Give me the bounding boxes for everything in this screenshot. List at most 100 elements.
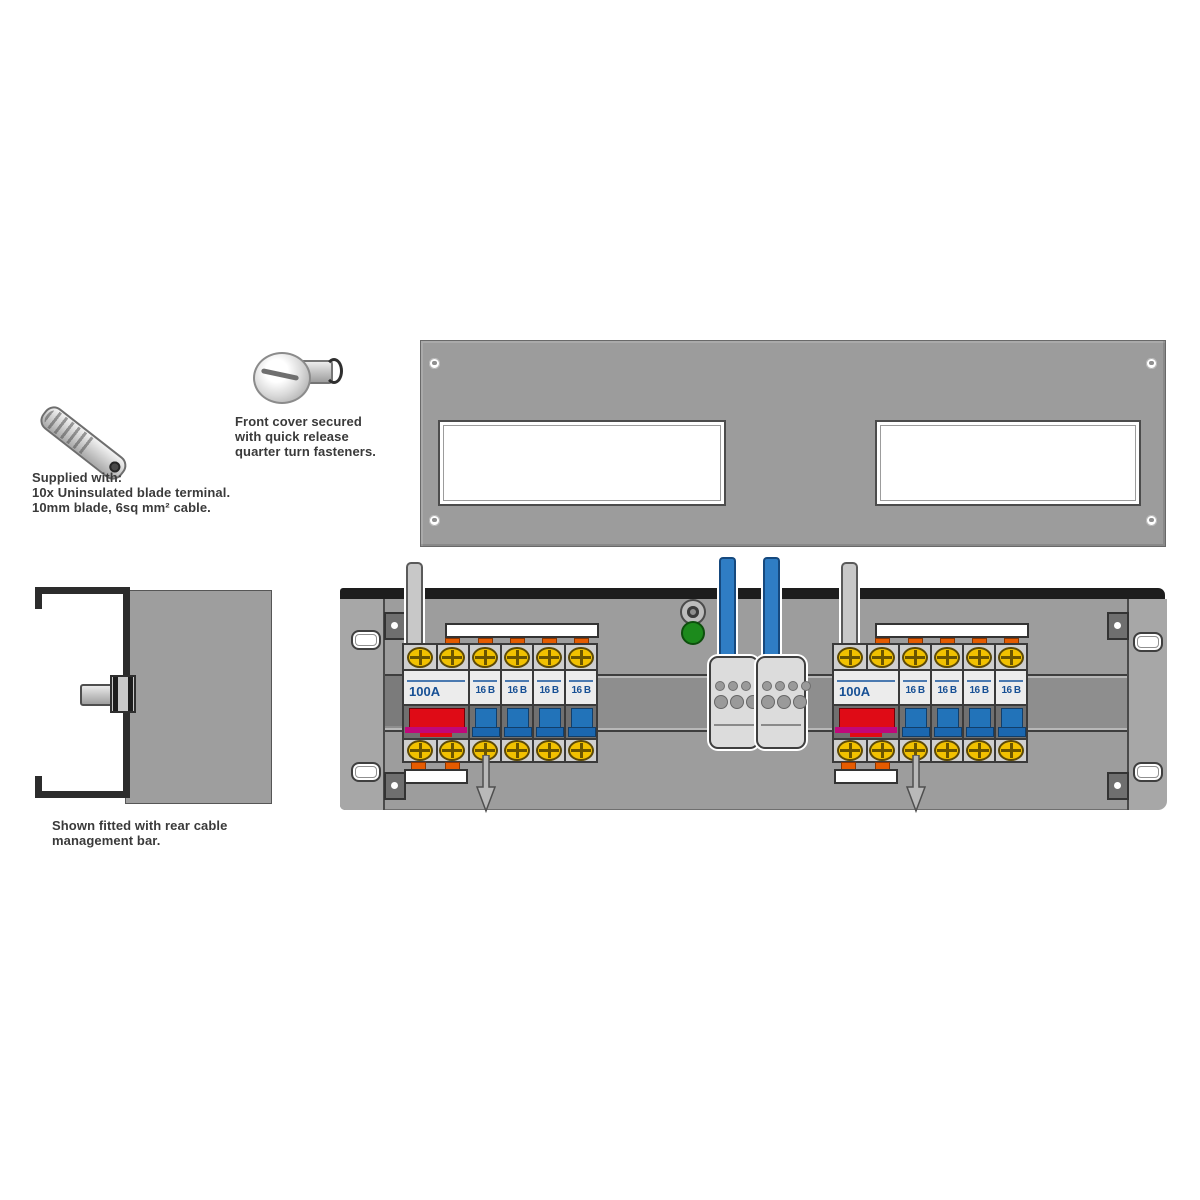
bottom-terminal — [834, 740, 898, 761]
main-switch-module: 100A — [402, 643, 470, 763]
mcb-module: 16 B — [500, 643, 534, 763]
terminal-screw-icon — [998, 646, 1024, 668]
cable-bar-bottom-flange — [35, 791, 130, 798]
top-terminal — [502, 645, 532, 671]
mcb-rating-label: 16 B — [475, 685, 495, 696]
module-divider — [436, 740, 438, 761]
breaker-body: 16 B — [502, 671, 532, 706]
cover-window-left — [438, 420, 726, 506]
fastener-clip — [325, 358, 343, 384]
main-switch-label-strip — [404, 769, 468, 784]
mcb-toggle — [507, 708, 529, 728]
terminal-screw-icon — [869, 646, 895, 668]
note-line: Supplied with: — [32, 470, 123, 485]
terminal-screw-icon — [568, 740, 594, 761]
top-terminal — [834, 645, 898, 671]
mounting-slot — [1133, 762, 1163, 782]
mcb-toggle — [905, 708, 927, 728]
neutral-wire-right — [763, 557, 780, 661]
bottom-terminal — [996, 740, 1026, 761]
mcb-module: 16 B — [564, 643, 598, 763]
module-divider — [866, 740, 868, 761]
mcb-toggle — [571, 708, 593, 728]
note-line: Front cover secured — [235, 414, 362, 429]
busbar-riser-left — [406, 562, 423, 648]
fastener-head — [253, 352, 311, 404]
mcb-toggle-base — [536, 727, 564, 737]
bottom-terminal — [534, 740, 564, 761]
toggle-zone — [566, 706, 596, 740]
neutral-wire-left — [719, 557, 736, 661]
terminal-screw-icon — [504, 740, 530, 761]
mcb-rating-label: 16 B — [507, 685, 527, 696]
terminal-screw-icon — [869, 740, 895, 761]
mcb-module: 16 B — [532, 643, 566, 763]
front-cover-panel — [420, 340, 1166, 547]
down-arrow-icon — [475, 755, 497, 813]
top-terminal — [534, 645, 564, 671]
toggle-zone — [900, 706, 930, 740]
main-rating-label: 100A — [839, 684, 871, 699]
down-arrow-icon — [905, 755, 927, 813]
top-terminal — [566, 645, 596, 671]
mcb-module: 16 B — [468, 643, 502, 763]
terminal-screw-icon — [966, 646, 992, 668]
supplied-note: Supplied with: 10x Uninsulated blade ter… — [32, 470, 272, 515]
mcb-rating-label: 16 B — [969, 685, 989, 696]
toggle-zone — [964, 706, 994, 740]
terminal-screw-icon — [472, 646, 498, 668]
terminal-block-left — [709, 656, 764, 749]
bottom-terminal — [566, 740, 596, 761]
toggle-zone — [470, 706, 500, 740]
terminal-screw-icon — [966, 740, 992, 761]
main-rating-label: 100A — [409, 684, 441, 699]
indicator-led — [681, 621, 705, 645]
breaker-body: 100A — [834, 671, 898, 706]
toggle-zone — [834, 706, 898, 740]
breaker-body: 16 B — [932, 671, 962, 706]
note-line: 10x Uninsulated blade terminal. — [32, 485, 231, 500]
breaker-body: 16 B — [996, 671, 1026, 706]
main-switch-toggle — [409, 708, 465, 728]
module-divider — [866, 645, 868, 669]
mcb-toggle-base — [568, 727, 596, 737]
quarter-turn-fastener-icon — [253, 348, 345, 412]
cover-window-right — [875, 420, 1141, 506]
mcb-toggle-base — [966, 727, 994, 737]
mcb-rating-label: 16 B — [905, 685, 925, 696]
breaker-body: 16 B — [470, 671, 500, 706]
mcb-rating-label: 16 B — [539, 685, 559, 696]
fastener-hole — [1146, 515, 1157, 526]
terminal-block-right — [756, 656, 811, 749]
main-switch-toggle — [839, 708, 895, 728]
cable-bar-top-lip — [35, 587, 42, 609]
terminal-screw-icon — [998, 740, 1024, 761]
breaker-group-left: 100A 16 B 16 B — [402, 623, 600, 784]
terminal-screw-icon — [407, 646, 433, 668]
terminal-screw-icon — [934, 646, 960, 668]
fastener-stud-icon — [80, 684, 114, 706]
mcb-rating-label: 16 B — [571, 685, 591, 696]
top-terminal — [470, 645, 500, 671]
note-line: management bar. — [52, 833, 161, 848]
mcb-rating-label: 16 B — [937, 685, 957, 696]
terminal-block-line — [714, 724, 754, 726]
note-line: Shown fitted with rear cable — [52, 818, 228, 833]
mounting-tab — [384, 612, 406, 640]
note-line: 10mm blade, 6sq mm² cable. — [32, 500, 211, 515]
circuit-label-strip — [445, 623, 599, 638]
blade-terminal-icon — [35, 392, 160, 485]
mcb-toggle-base — [472, 727, 500, 737]
terminal-screw-icon — [536, 646, 562, 668]
terminal-screw-icon — [837, 740, 863, 761]
main-switch-label-strip — [834, 769, 898, 784]
mcb-toggle — [475, 708, 497, 728]
main-toggle-tab — [420, 733, 452, 737]
fastener-stud-collar — [110, 675, 136, 713]
mcb-toggle — [1001, 708, 1023, 728]
bottom-terminal — [932, 740, 962, 761]
main-toggle-base — [405, 727, 467, 733]
terminal-screw-icon — [536, 740, 562, 761]
main-toggle-base — [835, 727, 897, 733]
cable-bar-top-flange — [35, 587, 130, 594]
